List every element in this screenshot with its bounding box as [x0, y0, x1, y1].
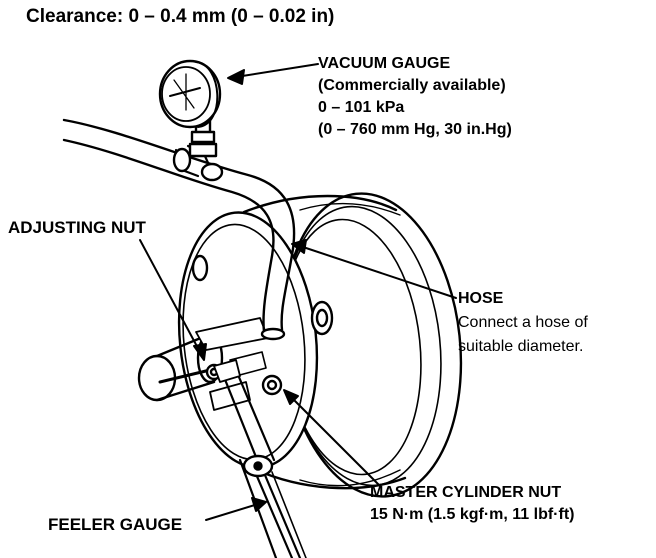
master-cylinder-nut-torque: 15 N·m (1.5 kgf·m, 11 lbf·ft): [370, 506, 575, 523]
hose-line2: suitable diameter.: [458, 338, 584, 355]
vacuum-gauge-range-kpa: 0 – 101 kPa: [318, 99, 405, 116]
hose-name: HOSE: [458, 290, 504, 307]
vacuum-gauge-range-other: (0 – 760 mm Hg, 30 in.Hg): [318, 121, 512, 138]
feeler-gauge-label: FEELER GAUGE: [48, 515, 183, 534]
vacuum-gauge-note: (Commercially available): [318, 77, 506, 94]
hose: [62, 118, 296, 341]
clearance-title: Clearance: 0 – 0.4 mm (0 – 0.02 in): [26, 6, 335, 27]
master-cylinder-nut-label: MASTER CYLINDER NUT 15 N·m (1.5 kgf·m, 1…: [370, 484, 574, 528]
leader-lines: [139, 63, 457, 521]
vacuum-gauge-label: VACUUM GAUGE (Commercially available) 0 …: [318, 55, 512, 143]
feeler-gauge: [213, 359, 307, 558]
vacuum-gauge-name: VACUUM GAUGE: [318, 55, 451, 72]
hose-line1: Connect a hose of: [458, 314, 588, 331]
master-cylinder-nut-name: MASTER CYLINDER NUT: [370, 484, 562, 501]
vacuum-gauge: [158, 59, 222, 158]
adjusting-nut-label: ADJUSTING NUT: [8, 218, 146, 237]
hose-label: HOSE Connect a hose of suitable diameter…: [458, 290, 588, 362]
